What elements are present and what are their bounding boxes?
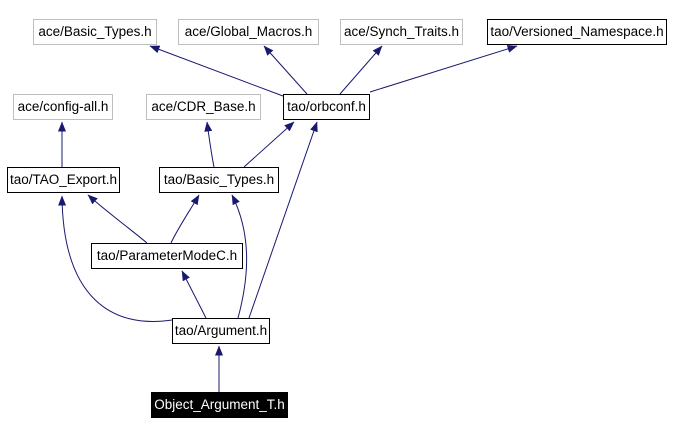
edge-tao-basic-types-to-tao-orbconf xyxy=(243,121,295,168)
edge-tao-parametermodec-to-tao-tao-export xyxy=(87,194,148,244)
node-object-argument-t: Object_Argument_T.h xyxy=(151,392,288,418)
edges-group xyxy=(58,45,518,392)
edge-tao-argument-to-tao-parametermodec xyxy=(181,270,207,319)
node-ace-basic-types: ace/Basic_Types.h xyxy=(33,19,157,45)
edge-tao-argument-to-tao-tao-export xyxy=(58,195,173,322)
node-tao-parametermodec[interactable]: tao/ParameterModeC.h xyxy=(91,243,243,269)
node-tao-orbconf[interactable]: tao/orbconf.h xyxy=(283,94,370,120)
edge-tao-parametermodec-to-tao-basic-types xyxy=(170,194,200,244)
node-ace-config-all: ace/config-all.h xyxy=(13,94,113,120)
edge-tao-orbconf-to-ace-basic-types xyxy=(149,45,284,97)
node-tao-argument[interactable]: tao/Argument.h xyxy=(172,318,270,344)
node-tao-tao-export[interactable]: tao/TAO_Export.h xyxy=(7,167,120,193)
node-tao-versioned-namespace[interactable]: tao/Versioned_Namespace.h xyxy=(487,19,667,45)
node-ace-cdr-base: ace/CDR_Base.h xyxy=(146,94,261,120)
edge-tao-orbconf-to-tao-versioned-namespace xyxy=(369,45,518,93)
edge-tao-argument-to-tao-orbconf xyxy=(248,121,318,319)
edge-tao-orbconf-to-ace-global-macros xyxy=(263,45,308,95)
node-tao-basic-types[interactable]: tao/Basic_Types.h xyxy=(159,167,279,193)
node-ace-synch-traits: ace/Synch_Traits.h xyxy=(340,19,463,45)
node-ace-global-macros: ace/Global_Macros.h xyxy=(178,19,319,45)
edge-tao-orbconf-to-ace-synch-traits xyxy=(339,45,383,95)
edge-tao-basic-types-to-ace-cdr-base xyxy=(204,121,215,168)
edge-tao-argument-to-tao-basic-types xyxy=(231,194,248,319)
